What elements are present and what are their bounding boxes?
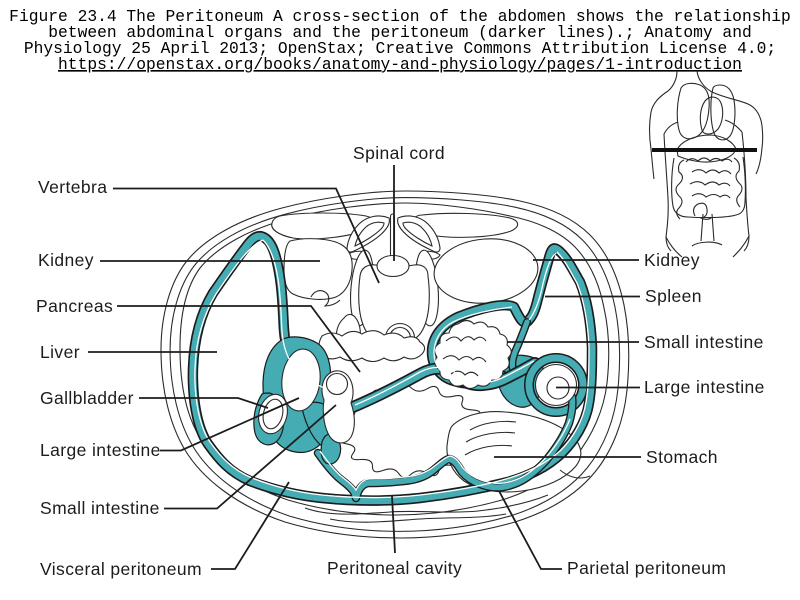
svg-text:Visceral peritoneum: Visceral peritoneum [40, 559, 202, 579]
svg-text:Large intestine: Large intestine [644, 377, 765, 397]
svg-text:Figure 23.4 The Peritoneum A c: Figure 23.4 The Peritoneum A cross-secti… [9, 7, 791, 26]
svg-text:Peritoneal cavity: Peritoneal cavity [327, 558, 462, 578]
svg-text:Pancreas: Pancreas [36, 296, 113, 316]
svg-text:Spleen: Spleen [645, 286, 702, 306]
svg-text:Spinal cord: Spinal cord [353, 143, 445, 163]
svg-text:Stomach: Stomach [646, 447, 718, 467]
svg-text:Physiology 25 April 2013; Open: Physiology 25 April 2013; OpenStax; Crea… [24, 39, 776, 58]
svg-text:Small intestine: Small intestine [40, 498, 160, 518]
svg-text:Kidney: Kidney [38, 250, 94, 270]
svg-text:Parietal peritoneum: Parietal peritoneum [567, 558, 726, 578]
svg-text:Kidney: Kidney [644, 250, 700, 270]
svg-text:Large intestine: Large intestine [40, 440, 161, 460]
svg-text:Gallbladder: Gallbladder [40, 388, 134, 408]
svg-text:between abdominal organs and t: between abdominal organs and the periton… [48, 23, 751, 42]
svg-text:https://openstax.org/books/ana: https://openstax.org/books/anatomy-and-p… [58, 55, 742, 74]
svg-text:Small intestine: Small intestine [644, 332, 764, 352]
svg-text:Liver: Liver [40, 342, 80, 362]
svg-text:Vertebra: Vertebra [38, 177, 107, 197]
